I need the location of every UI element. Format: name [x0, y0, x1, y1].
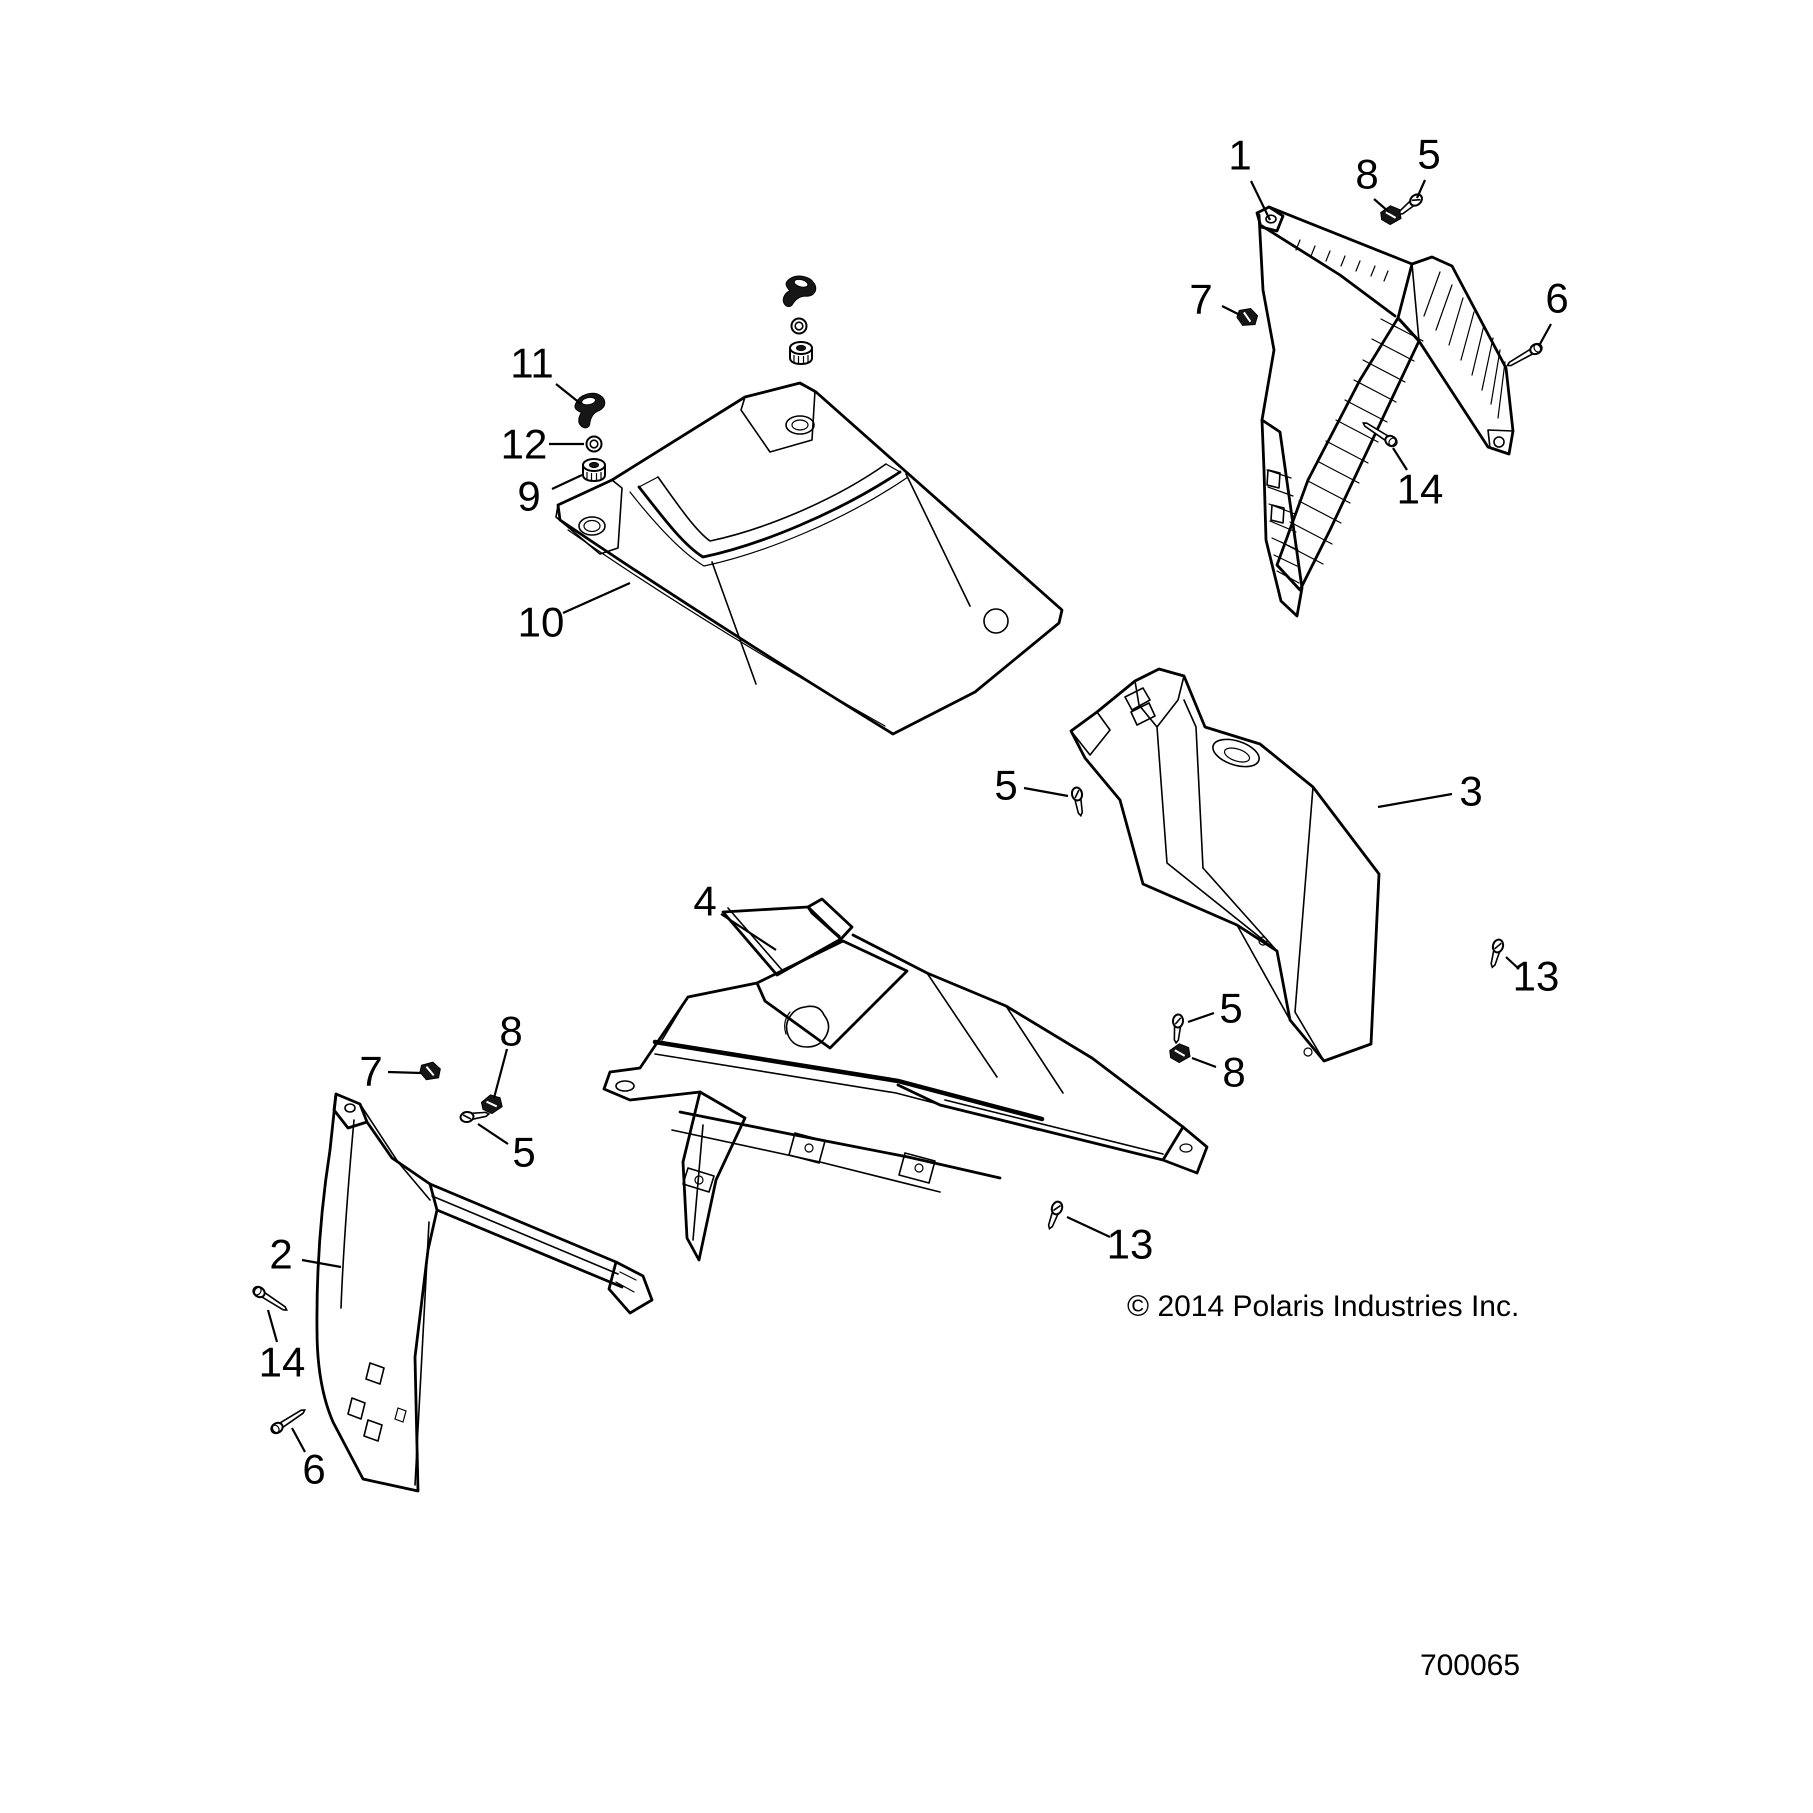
callout-leader-2-20 — [301, 1258, 342, 1269]
callout-label-2-20: 2 — [269, 1231, 292, 1278]
callout-leader-13-16 — [1066, 1216, 1111, 1238]
fastener-9-grommet — [582, 458, 606, 482]
callout-label-6-4: 6 — [1545, 275, 1568, 322]
callout-label-3-12: 3 — [1459, 768, 1482, 815]
fastener-5-screw-short — [1170, 1013, 1185, 1045]
callout-leader-11-6 — [555, 383, 582, 405]
callout-leader-10-9 — [562, 581, 631, 615]
callout-leader-6-22 — [291, 1427, 306, 1453]
diagram-number: 700065 — [1420, 1649, 1520, 1682]
callout-leader-8-15 — [1191, 1056, 1217, 1069]
callout-leader-5-2 — [1415, 179, 1427, 199]
callout-label-8-15: 8 — [1222, 1049, 1245, 1096]
fastener-12-washer — [585, 435, 603, 453]
callout-label-5-14: 5 — [1219, 985, 1242, 1032]
callout-label-5-19: 5 — [512, 1129, 535, 1176]
callout-leader-5-11 — [1023, 786, 1069, 798]
fastener-14-bolt-long — [250, 1283, 291, 1315]
callout-label-8-18: 8 — [499, 1008, 522, 1055]
callout-leader-13-13 — [1505, 956, 1520, 970]
fastener-13-screw-short — [1043, 1199, 1065, 1232]
fastener-12-washer — [790, 317, 808, 335]
callout-leader-14-5 — [1392, 447, 1408, 471]
copyright-notice: © 2014 Polaris Industries Inc. — [1127, 1290, 1519, 1323]
callout-label-1-0: 1 — [1228, 132, 1251, 179]
fastener-5-screw-short — [1069, 785, 1087, 818]
fastener-7-clip — [1234, 305, 1260, 329]
callout-leader-8-1 — [1373, 198, 1390, 213]
part-10-hood — [555, 381, 1064, 736]
callout-label-10-9: 10 — [518, 599, 565, 646]
fastener-6-bolt-long — [268, 1405, 309, 1437]
callout-label-13-16: 13 — [1107, 1221, 1154, 1268]
part-4-front-fascia-center — [602, 897, 1209, 1262]
fastener-6-bolt-long — [1504, 340, 1545, 371]
callout-leader-7-17 — [387, 1070, 422, 1075]
callout-label-14-21: 14 — [259, 1339, 306, 1386]
callout-leader-6-4 — [1539, 323, 1552, 345]
part-2-front-fender-left — [315, 1092, 654, 1493]
callout-label-7-3: 7 — [1189, 276, 1212, 323]
callout-label-7-17: 7 — [359, 1048, 382, 1095]
fastener-13-screw-short — [1486, 937, 1506, 970]
callout-label-9-8: 9 — [517, 473, 540, 520]
callout-leader-7-3 — [1221, 305, 1241, 316]
callout-leader-5-19 — [477, 1123, 509, 1145]
callout-leader-9-8 — [551, 474, 583, 490]
fastener-11-latch — [572, 390, 610, 430]
callout-leader-5-14 — [1187, 1011, 1215, 1024]
part-3-side-panel-right — [1069, 667, 1381, 1063]
fastener-7-clip — [418, 1060, 442, 1082]
fastener-11-latch — [779, 272, 819, 313]
callout-label-5-2: 5 — [1417, 131, 1440, 178]
callout-leader-1-0 — [1250, 180, 1271, 221]
callout-label-6-22: 6 — [302, 1446, 325, 1493]
fastener-5-screw-short — [458, 1107, 491, 1124]
callout-leader-14-21 — [266, 1309, 279, 1343]
callout-leader-8-18 — [492, 1048, 509, 1099]
callout-label-8-1: 8 — [1355, 151, 1378, 198]
callout-label-14-5: 14 — [1397, 466, 1444, 513]
fastener-8-clip — [1166, 1040, 1193, 1066]
callout-label-13-13: 13 — [1513, 953, 1560, 1000]
callout-leader-4-10 — [720, 913, 777, 951]
callout-label-4-10: 4 — [693, 878, 716, 925]
callout-label-11-6: 11 — [510, 340, 554, 387]
callout-leader-3-12 — [1377, 792, 1453, 809]
callout-label-12-7: 12 — [501, 421, 548, 468]
callout-label-5-11: 5 — [994, 762, 1017, 809]
part-1-front-fender-right — [1255, 205, 1515, 618]
fastener-9-grommet — [789, 341, 813, 365]
